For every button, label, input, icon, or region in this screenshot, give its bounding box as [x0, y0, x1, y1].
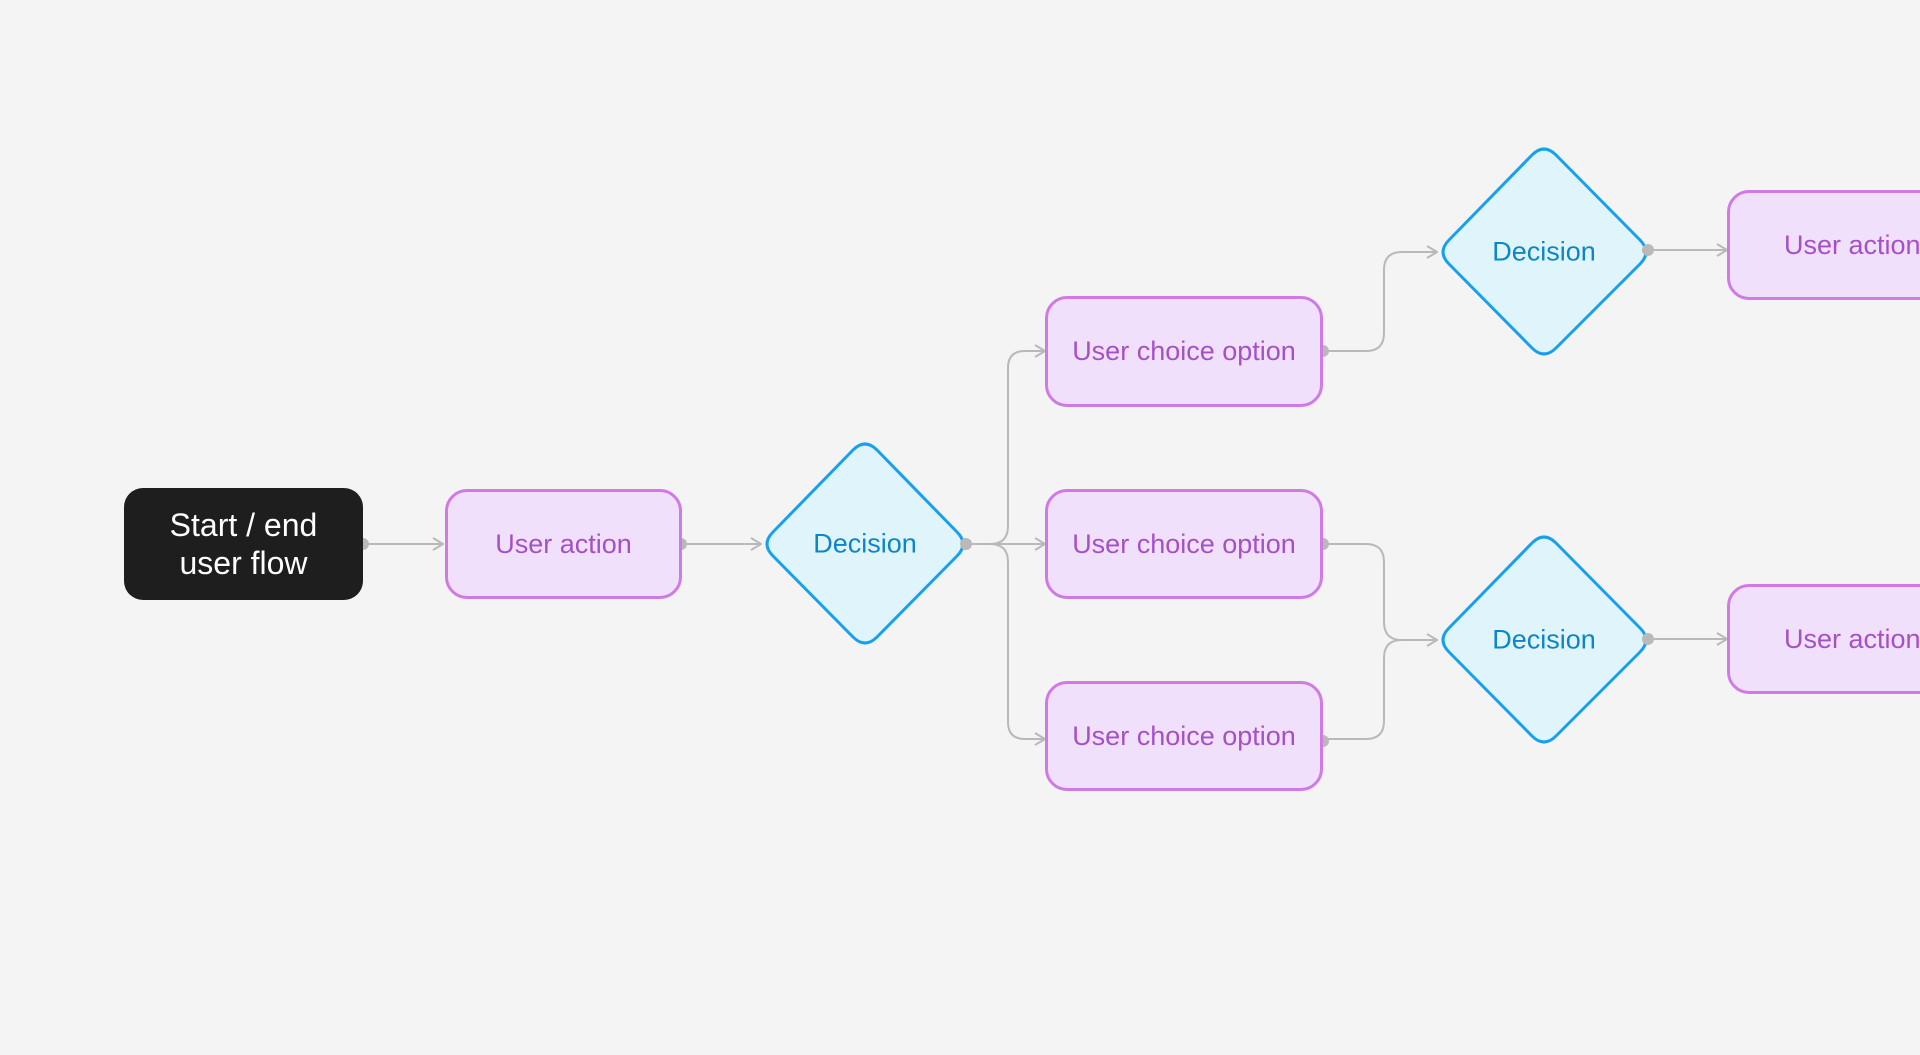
user-action-node[interactable]: User action [445, 489, 682, 599]
user-action-label: User action [495, 528, 632, 559]
connector-choice-3-to-decision-3 [1323, 639, 1403, 740]
port-dot[interactable] [1642, 244, 1654, 256]
decision-diamond-1[interactable] [765, 442, 965, 645]
port-dot[interactable] [1642, 633, 1654, 645]
user-action-label: User action [1784, 623, 1920, 654]
user-action-node[interactable]: User action [1727, 190, 1920, 300]
port-dot[interactable] [960, 538, 972, 550]
user-action-label: User action [1784, 229, 1920, 260]
user-choice-option-node[interactable]: User choice option [1045, 681, 1323, 791]
user-choice-option-label: User choice option [1072, 528, 1296, 559]
connector-decision-to-choice-3 [966, 543, 1045, 739]
user-action-node[interactable]: User action [1727, 584, 1920, 694]
user-choice-option-label: User choice option [1072, 720, 1296, 751]
connector-choice-1-to-decision-2 [1323, 252, 1437, 352]
start-end-node[interactable]: Start / end user flow [124, 488, 363, 600]
decision-diamond-2[interactable] [1441, 147, 1648, 356]
user-choice-option-label: User choice option [1072, 336, 1296, 366]
user-choice-option-node[interactable]: User choice option [1045, 296, 1323, 407]
connector-decision-to-choice-1 [966, 351, 1045, 545]
start-end-label: Start / end user flow [169, 507, 318, 581]
user-choice-option-node[interactable]: User choice option [1045, 489, 1323, 599]
decision-diamond-3[interactable] [1441, 535, 1648, 744]
connector-choice-2-to-decision-3 [1323, 543, 1437, 640]
